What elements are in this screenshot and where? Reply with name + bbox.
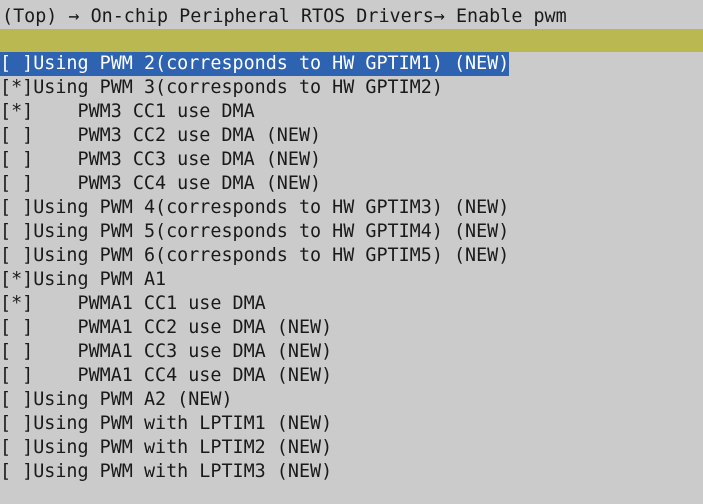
menu-item-pwm3-cc2-dma[interactable]: [ ] PWM3 CC2 use DMA (NEW) — [0, 124, 703, 148]
menu-item-label: Using PWM A2 (NEW) — [33, 389, 233, 410]
menu-list: [ ] Using PWM 2(corresponds to HW GPTIM1… — [0, 52, 703, 484]
menu-item-label: PWMA1 CC1 use DMA — [77, 293, 266, 314]
menu-item-label: Using PWM 3(corresponds to HW GPTIM2) — [33, 77, 443, 98]
menu-item-label: Using PWM with LPTIM1 (NEW) — [33, 413, 333, 434]
checkbox[interactable]: [*] — [0, 101, 34, 122]
menu-item-pwm4[interactable]: [ ] Using PWM 4(corresponds to HW GPTIM3… — [0, 196, 703, 220]
checkbox[interactable]: [ ] — [0, 173, 34, 194]
menu-item-label: PWM3 CC3 use DMA (NEW) — [77, 149, 322, 170]
checkbox[interactable]: [ ] — [0, 341, 34, 362]
menu-item-pwma1-cc3-dma[interactable]: [ ] PWMA1 CC3 use DMA (NEW) — [0, 340, 703, 364]
menu-item-pwm3[interactable]: [*] Using PWM 3(corresponds to HW GPTIM2… — [0, 76, 703, 100]
checkbox[interactable]: [ ] — [0, 461, 34, 482]
checkbox[interactable]: [ ] — [0, 53, 34, 74]
checkbox[interactable]: [ ] — [0, 317, 34, 338]
title-bar — [0, 29, 703, 52]
menu-item-pwma1[interactable]: [*] Using PWM A1 — [0, 268, 703, 292]
menu-item-pwm-lptim2[interactable]: [ ] Using PWM with LPTIM2 (NEW) — [0, 436, 703, 460]
menu-item-pwm3-cc4-dma[interactable]: [ ] PWM3 CC4 use DMA (NEW) — [0, 172, 703, 196]
checkbox[interactable]: [ ] — [0, 245, 34, 266]
checkbox[interactable]: [*] — [0, 293, 34, 314]
checkbox[interactable]: [ ] — [0, 413, 34, 434]
menu-item-pwm3-cc3-dma[interactable]: [ ] PWM3 CC3 use DMA (NEW) — [0, 148, 703, 172]
menu-item-label: Using PWM 2(corresponds to HW GPTIM1) (N… — [33, 53, 510, 74]
menu-item-pwma1-cc1-dma[interactable]: [*] PWMA1 CC1 use DMA — [0, 292, 703, 316]
menu-item-label: Using PWM 4(corresponds to HW GPTIM3) (N… — [33, 197, 510, 218]
menu-item-label: Using PWM 5(corresponds to HW GPTIM4) (N… — [33, 221, 510, 242]
checkbox[interactable]: [*] — [0, 269, 34, 290]
checkbox[interactable]: [ ] — [0, 365, 34, 386]
menu-item-pwm-lptim3[interactable]: [ ] Using PWM with LPTIM3 (NEW) — [0, 460, 703, 484]
menu-item-label: Using PWM A1 — [33, 269, 167, 290]
checkbox[interactable]: [ ] — [0, 125, 34, 146]
menu-item-pwm6[interactable]: [ ] Using PWM 6(corresponds to HW GPTIM5… — [0, 244, 703, 268]
menu-item-label: PWMA1 CC2 use DMA (NEW) — [77, 317, 333, 338]
menu-item-pwm3-cc1-dma[interactable]: [*] PWM3 CC1 use DMA — [0, 100, 703, 124]
menu-item-label: Using PWM 6(corresponds to HW GPTIM5) (N… — [33, 245, 510, 266]
breadcrumb: (Top) → On-chip Peripheral RTOS Drivers→… — [2, 6, 567, 27]
checkbox[interactable]: [ ] — [0, 389, 34, 410]
menu-item-label: PWM3 CC4 use DMA (NEW) — [77, 173, 322, 194]
menu-item-label: PWMA1 CC4 use DMA (NEW) — [77, 365, 333, 386]
menu-item-label: PWM3 CC2 use DMA (NEW) — [77, 125, 322, 146]
checkbox[interactable]: [*] — [0, 77, 34, 98]
menu-item-label: Using PWM with LPTIM2 (NEW) — [33, 437, 333, 458]
menu-item-pwm5[interactable]: [ ] Using PWM 5(corresponds to HW GPTIM4… — [0, 220, 703, 244]
menu-item-pwma2[interactable]: [ ] Using PWM A2 (NEW) — [0, 388, 703, 412]
menu-item-label: PWMA1 CC3 use DMA (NEW) — [77, 341, 333, 362]
checkbox[interactable]: [ ] — [0, 197, 34, 218]
menu-item-label: PWM3 CC1 use DMA — [77, 101, 255, 122]
checkbox[interactable]: [ ] — [0, 437, 34, 458]
menu-item-pwm-lptim1[interactable]: [ ] Using PWM with LPTIM1 (NEW) — [0, 412, 703, 436]
menu-item-pwma1-cc2-dma[interactable]: [ ] PWMA1 CC2 use DMA (NEW) — [0, 316, 703, 340]
menu-item-label: Using PWM with LPTIM3 (NEW) — [33, 461, 333, 482]
menu-item-pwma1-cc4-dma[interactable]: [ ] PWMA1 CC4 use DMA (NEW) — [0, 364, 703, 388]
checkbox[interactable]: [ ] — [0, 149, 34, 170]
checkbox[interactable]: [ ] — [0, 221, 34, 242]
menu-item-pwm2[interactable]: [ ] Using PWM 2(corresponds to HW GPTIM1… — [0, 52, 703, 76]
